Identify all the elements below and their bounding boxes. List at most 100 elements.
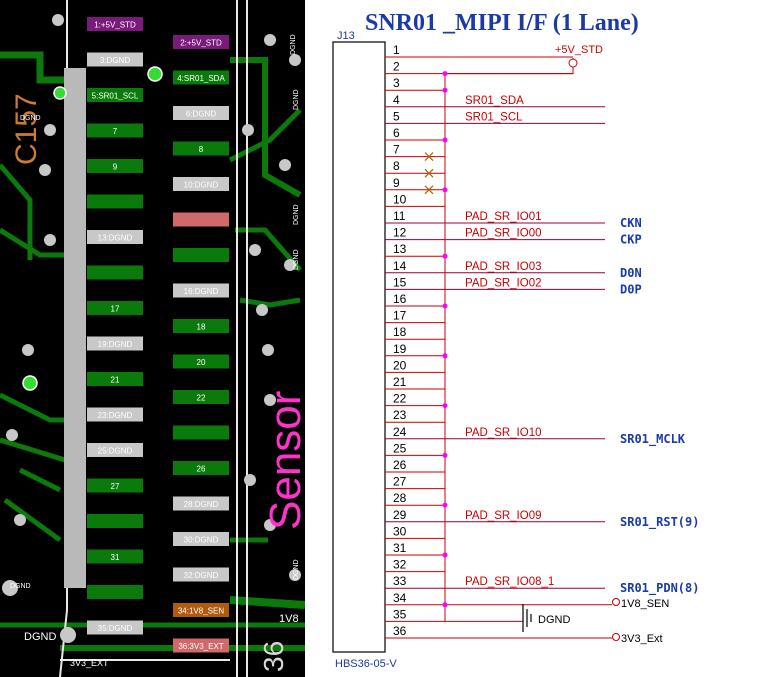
pcb-pad (173, 496, 229, 511)
signal-name: CKP (620, 233, 642, 247)
pin-number: 33 (393, 574, 407, 588)
pin-number: 18 (393, 325, 407, 339)
pcb-canvas: 1:+5V_STD3:DGND5:SR01_SCL7913:DGND1719:D… (0, 0, 305, 677)
pcb-pad-label: 36:3V3_EXT (178, 642, 223, 651)
pin-number: 23 (393, 408, 407, 422)
pcb-pad (87, 620, 143, 635)
pcb-dgnd-label: DGND (24, 631, 56, 643)
power-5v-label: +5V_STD (555, 44, 603, 56)
pcb-pad (87, 478, 143, 493)
junction-dot (442, 253, 448, 259)
pcb-pad-label: 25:DGND (98, 447, 133, 456)
pin-number: 4 (393, 93, 400, 107)
junction-dot (442, 187, 448, 193)
junction-dot (442, 552, 448, 558)
net-label: SR01_SCL (465, 111, 523, 123)
pcb-pad (87, 88, 143, 102)
pin-number: 31 (393, 541, 407, 555)
active-via (53, 86, 67, 100)
pcb-pad-label: 31 (111, 553, 120, 562)
pcb-pad-label: 17 (111, 305, 120, 314)
pin-number: 6 (393, 126, 400, 140)
pcb-pad-label: 8 (199, 145, 204, 154)
pcb-pad (173, 248, 229, 262)
pcb-side-label: DGND (20, 115, 41, 122)
silk-pin36: 36 (258, 641, 289, 672)
pin-number: 13 (393, 242, 407, 256)
pcb-pad (173, 70, 229, 85)
junction-dot (442, 303, 448, 309)
pcb-pad-label: 13:DGND (98, 234, 133, 243)
no-connect-mark (424, 152, 434, 162)
junction-dot (442, 502, 448, 508)
pcb-side-label: DGND (290, 34, 297, 55)
pcb-pad (87, 265, 143, 280)
pcb-pad (87, 17, 143, 31)
pin-number: 26 (393, 458, 407, 472)
pin-number: 25 (393, 441, 407, 455)
pin-number: 8 (393, 159, 400, 173)
pcb-pad (87, 372, 143, 386)
net-label: PAD_SR_IO00 (465, 228, 542, 240)
pin-number: 1 (393, 43, 400, 57)
pcb-pad-label: 1:+5V_STD (94, 21, 136, 30)
pcb-side-label: DGND (293, 204, 300, 225)
pcb-pad (87, 230, 143, 244)
signal-name: CKN (620, 216, 642, 230)
pcb-pad-label: 20 (197, 358, 206, 367)
pin-number: 27 (393, 475, 407, 489)
pcb-pad-label: 16:DGND (184, 287, 219, 296)
pcb-pad-label: 34:1V8_SEN (178, 607, 224, 616)
signal-name: SR01_PDN(8) (620, 581, 699, 596)
pcb-pad-label: 2:+5V_STD (180, 39, 222, 48)
pcb-pad (173, 106, 229, 120)
pcb-pad-label: 19:DGND (98, 340, 133, 349)
pin-number: 16 (393, 292, 407, 306)
pcb-pad-label: 28:DGND (184, 500, 219, 509)
pcb-pad (173, 35, 229, 49)
no-connect-mark (424, 185, 434, 195)
pcb-side-label: DGND (293, 89, 300, 110)
pin-number: 3 (393, 76, 400, 90)
net-label: PAD_SR_IO08_1 (465, 576, 554, 588)
pin-number: 20 (393, 358, 407, 372)
signal-name: D0N (620, 266, 642, 280)
pcb-pad (87, 443, 143, 457)
connector-symbol (332, 41, 386, 653)
pcb-pad (173, 425, 229, 440)
pcb-pad-label: 6:DGND (186, 110, 216, 119)
junction-dot (442, 137, 448, 143)
pcb-pad (173, 390, 229, 404)
pcb-pad (87, 123, 143, 138)
pcb-pad (173, 177, 229, 191)
pcb-pad-label: 35:DGND (98, 624, 133, 633)
pcb-pad (87, 585, 143, 599)
junction-dot (442, 403, 448, 409)
pin-number: 10 (393, 192, 407, 206)
pcb-traces (0, 51, 305, 651)
pcb-side-label: DGND (293, 249, 300, 270)
net-label: PAD_SR_IO01 (465, 211, 542, 223)
silk-ref-designator: C157 (10, 93, 43, 165)
pin-number: 34 (393, 591, 407, 605)
pin-number: 17 (393, 309, 407, 323)
pcb-pad-label: 22 (197, 394, 206, 403)
pcb-pad (173, 319, 229, 333)
pin-number: 32 (393, 558, 407, 572)
pcb-vias (2, 14, 301, 643)
dgnd-symbol (522, 604, 532, 632)
silk-sensor-text: Sensor (261, 391, 305, 530)
pin-number: 9 (393, 176, 400, 190)
pin-number: 5 (393, 109, 400, 123)
pin-number: 2 (393, 60, 400, 74)
pin-number: 36 (393, 624, 407, 638)
pcb-pad (173, 638, 229, 653)
pcb-pad-label: 18 (197, 323, 206, 332)
pcb-pad-label: 30:DGND (184, 536, 219, 545)
connector-pins: 1234567891011121314151617181920212223242… (385, 43, 612, 639)
pcb-pad-label: 7 (113, 127, 118, 136)
pcb-pad-label: 4:SR01_SDA (177, 74, 225, 83)
